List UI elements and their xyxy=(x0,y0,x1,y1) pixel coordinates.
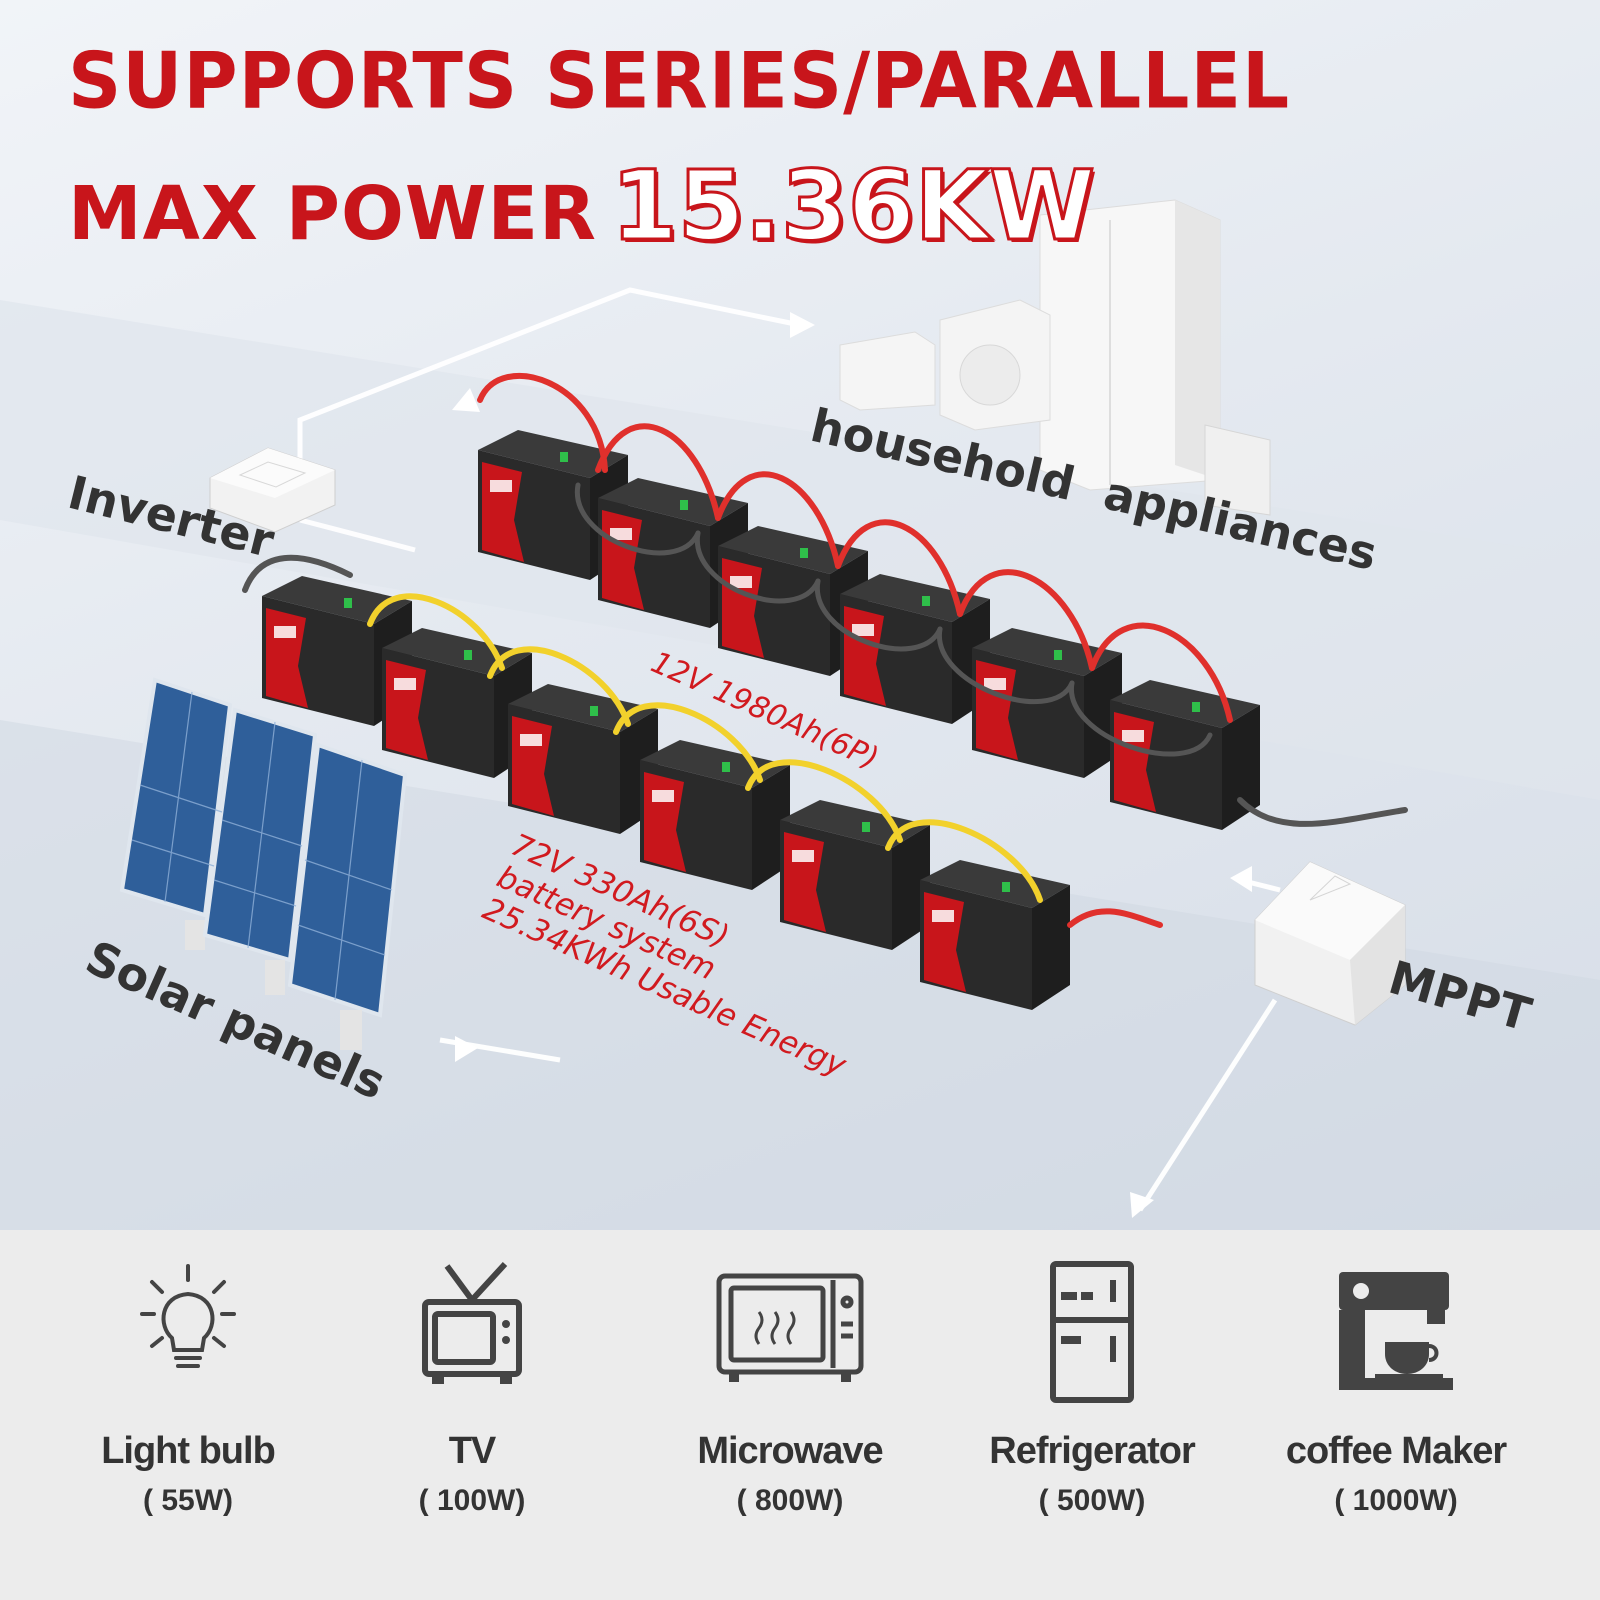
appliance-watt: ( 55W) xyxy=(143,1484,233,1517)
cable xyxy=(242,554,353,593)
solar-panel xyxy=(287,742,408,1050)
cable xyxy=(477,372,608,473)
appliance-name: TV xyxy=(448,1430,497,1472)
coffee-maker-icon xyxy=(1339,1272,1453,1390)
tv-icon xyxy=(422,1261,522,1384)
cable xyxy=(695,530,821,604)
inverter-box xyxy=(209,447,336,533)
arrow-icon xyxy=(1130,1192,1154,1218)
arrow-icon xyxy=(1230,866,1252,892)
cable xyxy=(745,759,903,843)
appliance-watt: ( 1000W) xyxy=(1334,1484,1458,1517)
appliance-name: Refrigerator xyxy=(989,1430,1196,1472)
floor-band xyxy=(0,720,1600,1230)
appliance-coffee-maker: coffee Maker ( 1000W) xyxy=(1246,1230,1546,1600)
arrow-icon xyxy=(452,388,480,412)
battery xyxy=(640,740,790,890)
appliance-watt: ( 800W) xyxy=(736,1484,844,1517)
appliance-name: coffee Maker xyxy=(1285,1430,1507,1472)
solar-panel xyxy=(119,677,233,950)
appliance-watt: ( 100W) xyxy=(418,1484,526,1517)
headline-line-1: SUPPORTS SERIES/PARALLEL xyxy=(68,35,1291,127)
cable xyxy=(1089,622,1233,723)
arrow-icon xyxy=(790,312,815,338)
cable xyxy=(815,578,943,652)
flow-arrows xyxy=(452,312,1252,1218)
cable xyxy=(613,702,763,783)
battery xyxy=(920,860,1070,1010)
cable xyxy=(1067,908,1163,928)
flow-line-mppt xyxy=(1137,998,1278,1212)
appliance-name: Light bulb xyxy=(101,1430,276,1472)
cables xyxy=(242,372,1408,928)
cable xyxy=(595,423,721,521)
appliance-light-bulb: Light bulb ( 55W) xyxy=(38,1230,338,1600)
microwave-icon xyxy=(716,1273,864,1382)
cable xyxy=(885,819,1043,903)
diagram-canvas xyxy=(0,199,1600,1230)
cable xyxy=(957,569,1095,671)
battery xyxy=(382,628,532,778)
mppt-box xyxy=(1254,861,1406,1026)
cable xyxy=(937,626,1075,704)
refrigerator-icon xyxy=(1050,1261,1134,1403)
cable xyxy=(715,471,841,569)
headline-prefix: MAX POWER xyxy=(68,171,598,257)
appliance-watt: ( 500W) xyxy=(1038,1484,1146,1517)
appliance-refrigerator: Refrigerator ( 500W) xyxy=(942,1230,1242,1600)
battery-bank xyxy=(262,430,1260,1010)
flow-line xyxy=(299,517,416,553)
appliance-microwave: Microwave ( 800W) xyxy=(640,1230,940,1600)
solar-panels-illustration xyxy=(119,677,408,1050)
household-appliances-illustration xyxy=(839,199,1271,516)
arrow-icon xyxy=(455,1036,478,1062)
appliance-name: Microwave xyxy=(697,1430,883,1472)
cable xyxy=(367,593,505,671)
battery xyxy=(1110,680,1260,830)
appliance-power-panel: Light bulb ( 55W) TV ( 100W) xyxy=(0,1230,1600,1600)
cable xyxy=(487,646,631,727)
cable xyxy=(1237,797,1408,827)
battery xyxy=(780,800,930,950)
cable xyxy=(575,482,701,556)
cable xyxy=(835,519,963,617)
max-power-value: 15.36KW xyxy=(610,149,1097,264)
battery xyxy=(718,526,868,676)
light-bulb-icon xyxy=(140,1264,236,1368)
solar-panel xyxy=(202,707,318,995)
cable xyxy=(1069,680,1213,757)
appliance-tv: TV ( 100W) xyxy=(322,1230,622,1600)
battery xyxy=(508,684,658,834)
battery xyxy=(840,574,990,724)
